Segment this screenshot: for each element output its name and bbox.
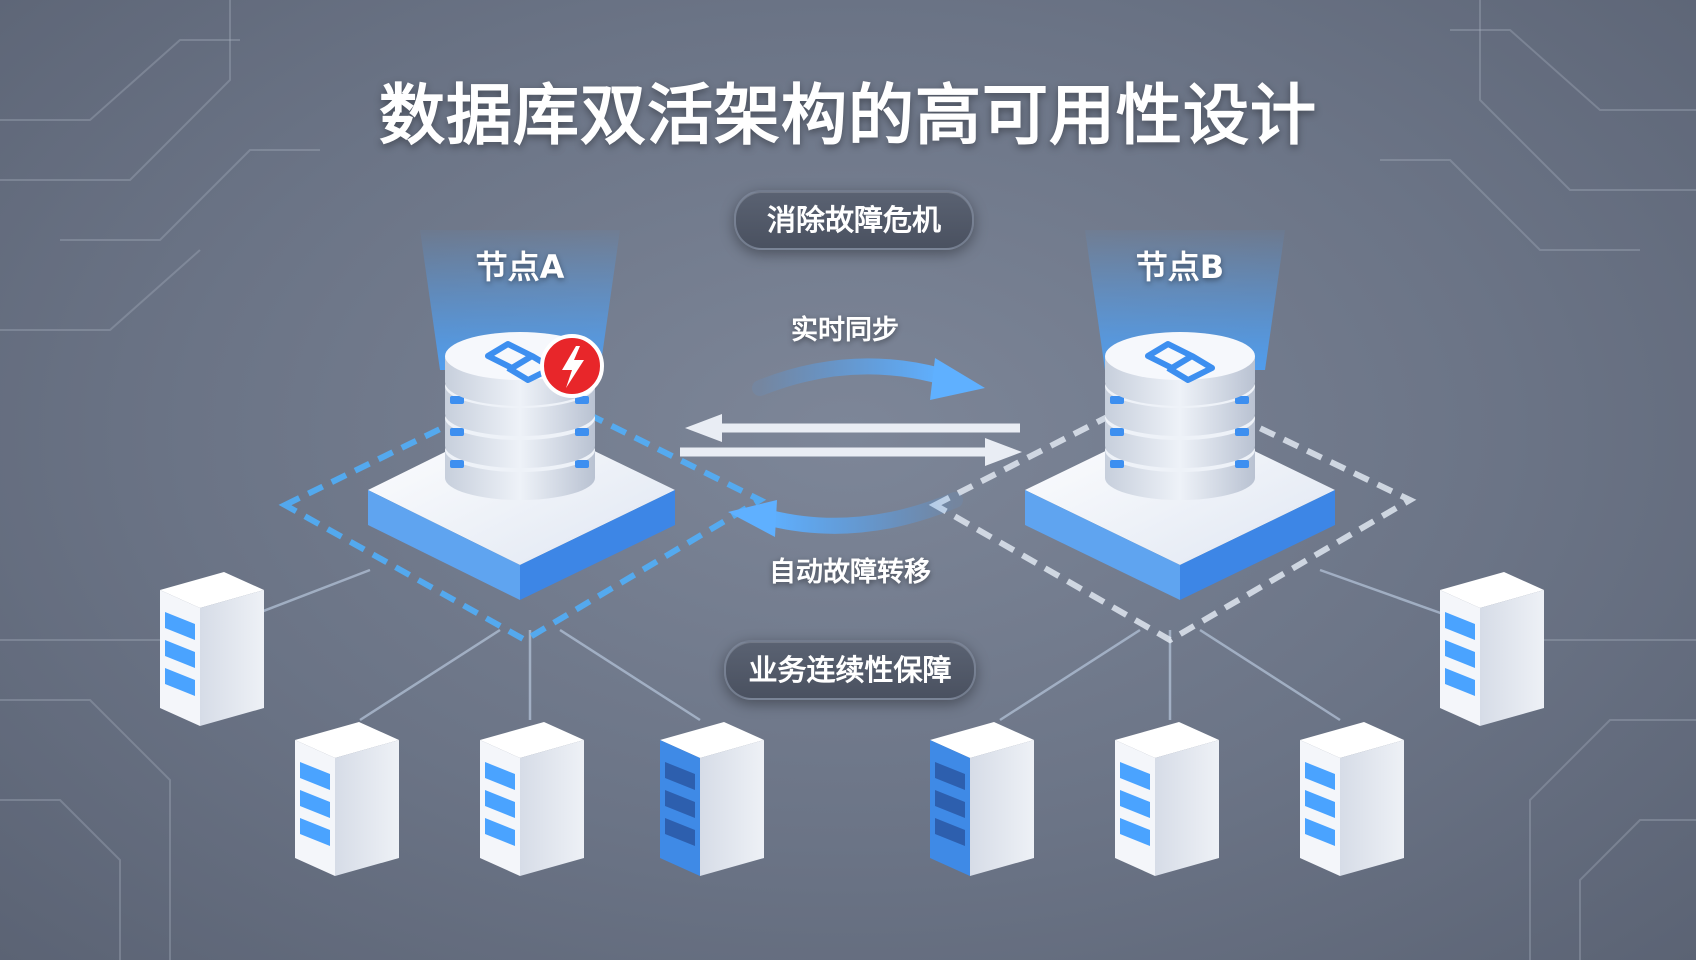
node-b-label: 节点B — [1135, 248, 1225, 286]
light-beam-b — [1085, 230, 1285, 370]
sync-arrow-icon — [752, 358, 985, 400]
grid-outline-a — [278, 381, 767, 644]
grid-outline-b — [928, 381, 1417, 644]
lightning-bolt-icon — [540, 334, 604, 398]
server-icon — [660, 722, 764, 876]
servers — [160, 572, 1544, 876]
server-icon — [480, 722, 584, 876]
database-icon-a — [445, 332, 595, 500]
bidirectional-arrow-icon — [680, 414, 1022, 466]
server-icon — [1115, 722, 1219, 876]
database-icon-b — [1105, 332, 1255, 500]
server-icon — [160, 572, 264, 726]
badge-eliminate-fault: 消除故障危机 — [734, 190, 974, 250]
page-title: 数据库双活架构的高可用性设计 — [379, 77, 1317, 154]
node-a-label: 节点A — [475, 248, 565, 286]
server-icon — [930, 722, 1034, 876]
server-icon — [1440, 572, 1544, 726]
badge-business-continuity: 业务连续性保障 — [724, 640, 976, 700]
failover-arrow-icon — [728, 492, 963, 537]
server-icon — [295, 722, 399, 876]
server-icon — [1300, 722, 1404, 876]
sync-label: 实时同步 — [791, 315, 899, 346]
failover-label: 自动故障转移 — [769, 557, 931, 588]
